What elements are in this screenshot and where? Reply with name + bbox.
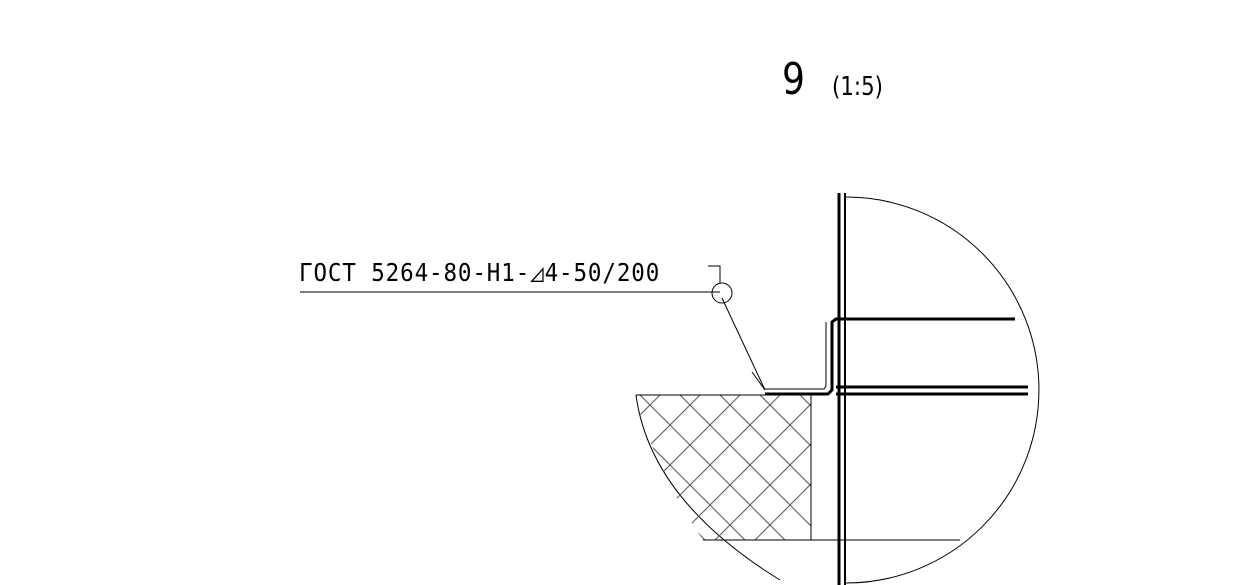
weld-callout-text: ГОСТ 5264-80-Н1-◿4-50/200 bbox=[299, 258, 661, 287]
weld-leader-line bbox=[721, 297, 766, 391]
detail-boundary-arc-right bbox=[845, 196, 1040, 584]
detail-scale: (1:5) bbox=[832, 72, 883, 102]
insulation-hatch bbox=[636, 395, 811, 540]
detail-boundary-arc-left bbox=[635, 394, 781, 581]
weld-flag-bracket bbox=[708, 265, 721, 283]
weld-all-around-circle bbox=[711, 282, 733, 304]
z-profile bbox=[765, 317, 1015, 396]
z-profile-inner bbox=[765, 322, 827, 390]
detail-number: 9 bbox=[782, 54, 805, 105]
